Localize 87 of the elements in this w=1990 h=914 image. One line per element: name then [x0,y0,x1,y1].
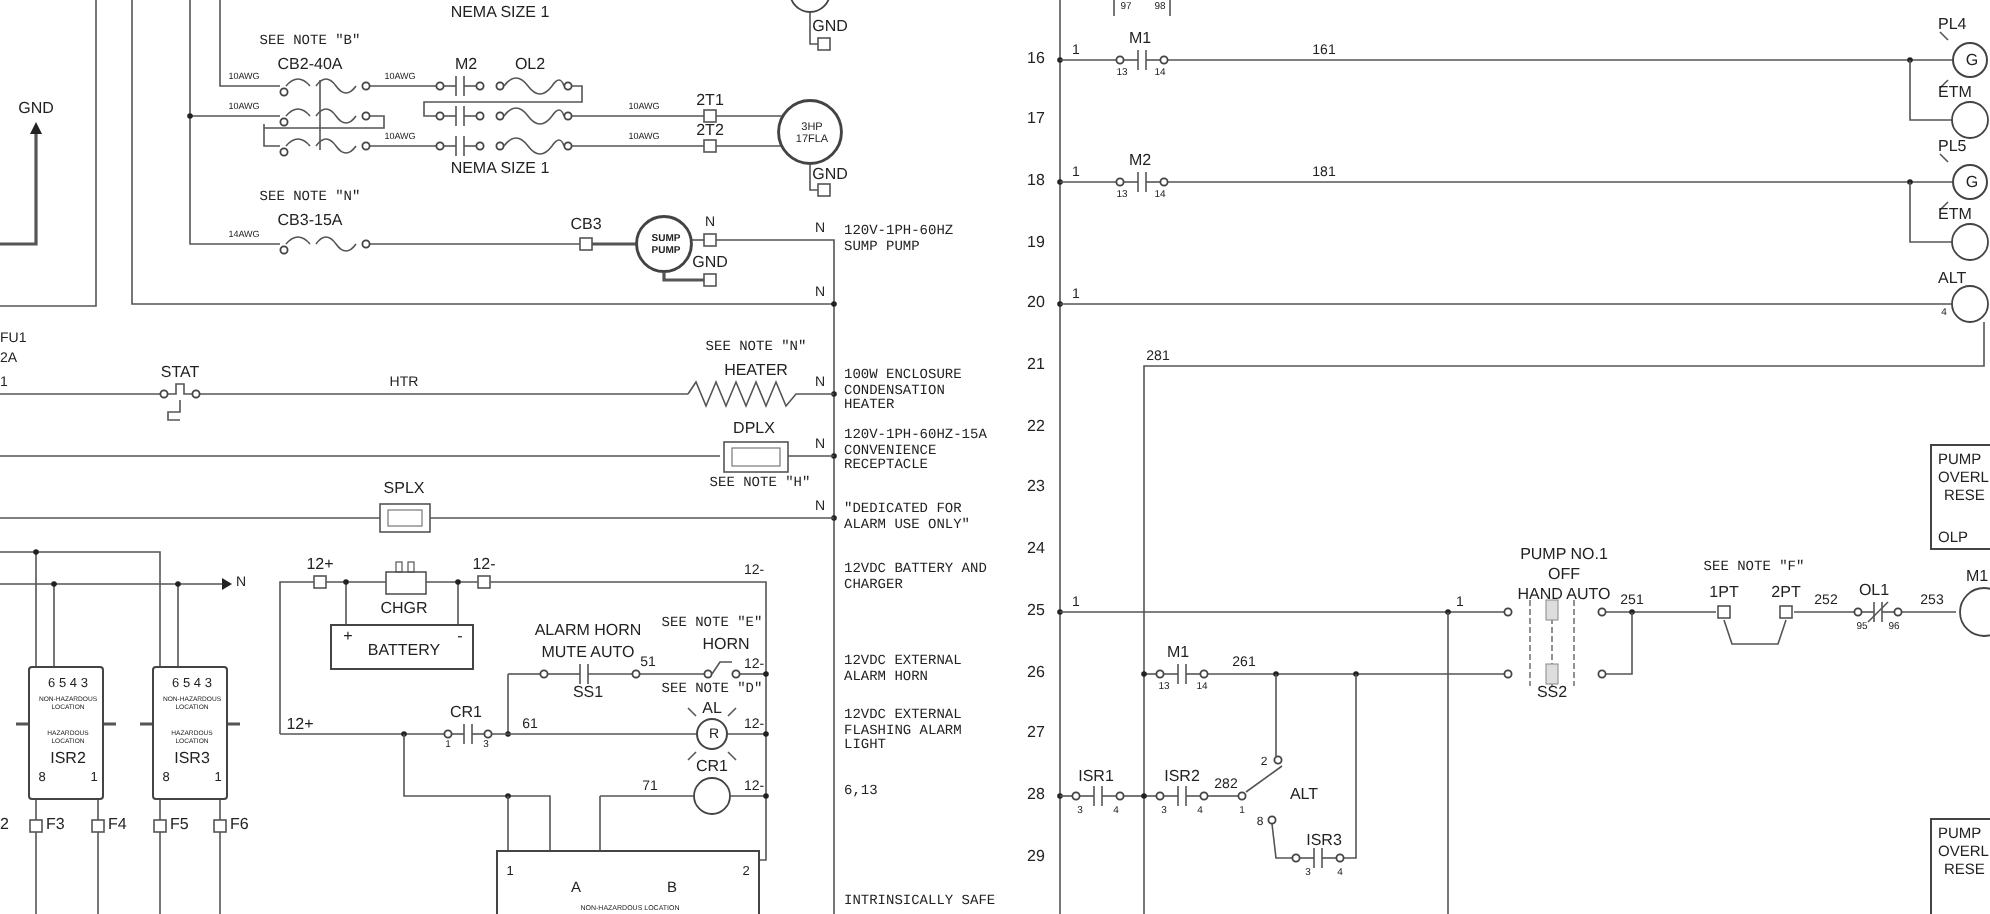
component-label: M1 [1166,645,1190,663]
battery-box [330,624,474,670]
rung-number: 16 [1027,51,1045,69]
component-label: 2T1 [696,93,724,111]
component-label: ISR1 [1078,769,1114,787]
pump-motor-circle [636,216,692,272]
component-label: NEMA SIZE 1 [450,5,550,23]
component-label: ISR3 [174,751,210,769]
rung-number: 17 [1027,111,1045,129]
component-label: ALT [1289,787,1319,805]
component-label: GND [812,167,848,185]
component-label: STAT [160,365,200,383]
component-label: HEATER [724,363,788,381]
rung-number: 21 [1027,357,1045,375]
pilot-light-circle [1952,42,1988,78]
component-label: ALARM HORN [534,623,642,641]
wire-number: 12+ [306,557,334,575]
component-label: HAND AUTO [1517,587,1611,605]
polarity-sign: - [457,629,463,647]
component-label: M2 [454,57,478,75]
component-label: GND [692,255,728,273]
rung-number: 20 [1027,295,1045,313]
component-label: F3 [46,817,65,835]
component-label: SS1 [572,685,604,703]
component-label: GND [18,101,54,119]
component-label: ETM [1938,85,1972,103]
component-label: F5 [170,817,189,835]
polarity-sign: + [343,629,353,647]
lamp-color: G [1965,53,1979,71]
rung-number: 28 [1027,787,1045,805]
component-label: BATTERY [367,643,441,661]
wire-number: 12+ [286,717,314,735]
component-label: DPLX [733,421,775,439]
component-label: M1 [1128,31,1152,49]
component-label: CR1 [696,759,728,777]
lamp-color: G [1965,175,1979,193]
component-label: ALT [1938,271,1967,289]
component-label: CB3-15A [277,213,343,231]
component-label: NEMA SIZE 1 [450,161,550,179]
component-label: CHGR [380,601,428,619]
rung-number: 29 [1027,849,1045,867]
wire [53,583,179,667]
component-label: ISR2 [50,751,86,769]
component-label: ETM [1938,207,1972,225]
relay-module-box [28,666,104,800]
component-label: 2 [0,817,9,835]
rung-number: 22 [1027,419,1045,437]
component-label: OFF [1548,567,1580,585]
rung-number: 26 [1027,665,1045,683]
component-label: PL5 [1938,139,1967,157]
component-label: F4 [108,817,127,835]
motor-circle [778,100,842,164]
component-label: AL [702,701,722,719]
component-label: MUTE AUTO [541,645,635,663]
wire [727,733,767,861]
barrier-box [496,850,760,914]
wire-number: 12- [472,557,496,575]
rung-number: 27 [1027,725,1045,743]
relay-module-box [152,666,228,800]
component-label: PUMP NO.1 [1520,547,1608,565]
component-label: HORN [702,637,750,655]
component-label: PL4 [1938,17,1967,35]
wire [35,551,161,667]
rung-number: 23 [1027,479,1045,497]
component-label: M2 [1128,153,1152,171]
alarm-light-circle [696,718,728,750]
component-label: CR1 [450,705,482,723]
rung-number: 25 [1027,603,1045,621]
component-label: ISR2 [1164,769,1200,787]
component-label: CB3 [570,217,602,235]
rung-number: 19 [1027,235,1045,253]
component-label: CB2-40A [277,57,343,75]
component-label: GND [812,19,848,37]
component-label: 2T2 [696,123,724,141]
component-label: SPLX [383,481,425,499]
component-label: SS2 [1536,685,1568,703]
component-label: OL2 [514,57,546,75]
component-label: 2PT [1771,585,1801,603]
rung-number: 24 [1027,541,1045,559]
component-label: 1PT [1709,585,1739,603]
reset-button-box [1930,444,1990,550]
component-label: ISR3 [1306,833,1342,851]
pilot-light-circle [1952,164,1988,200]
component-label: F6 [230,817,249,835]
component-label: M1 [1966,569,1989,587]
component-label: OL1 [1858,583,1890,601]
rung-number: 18 [1027,173,1045,191]
